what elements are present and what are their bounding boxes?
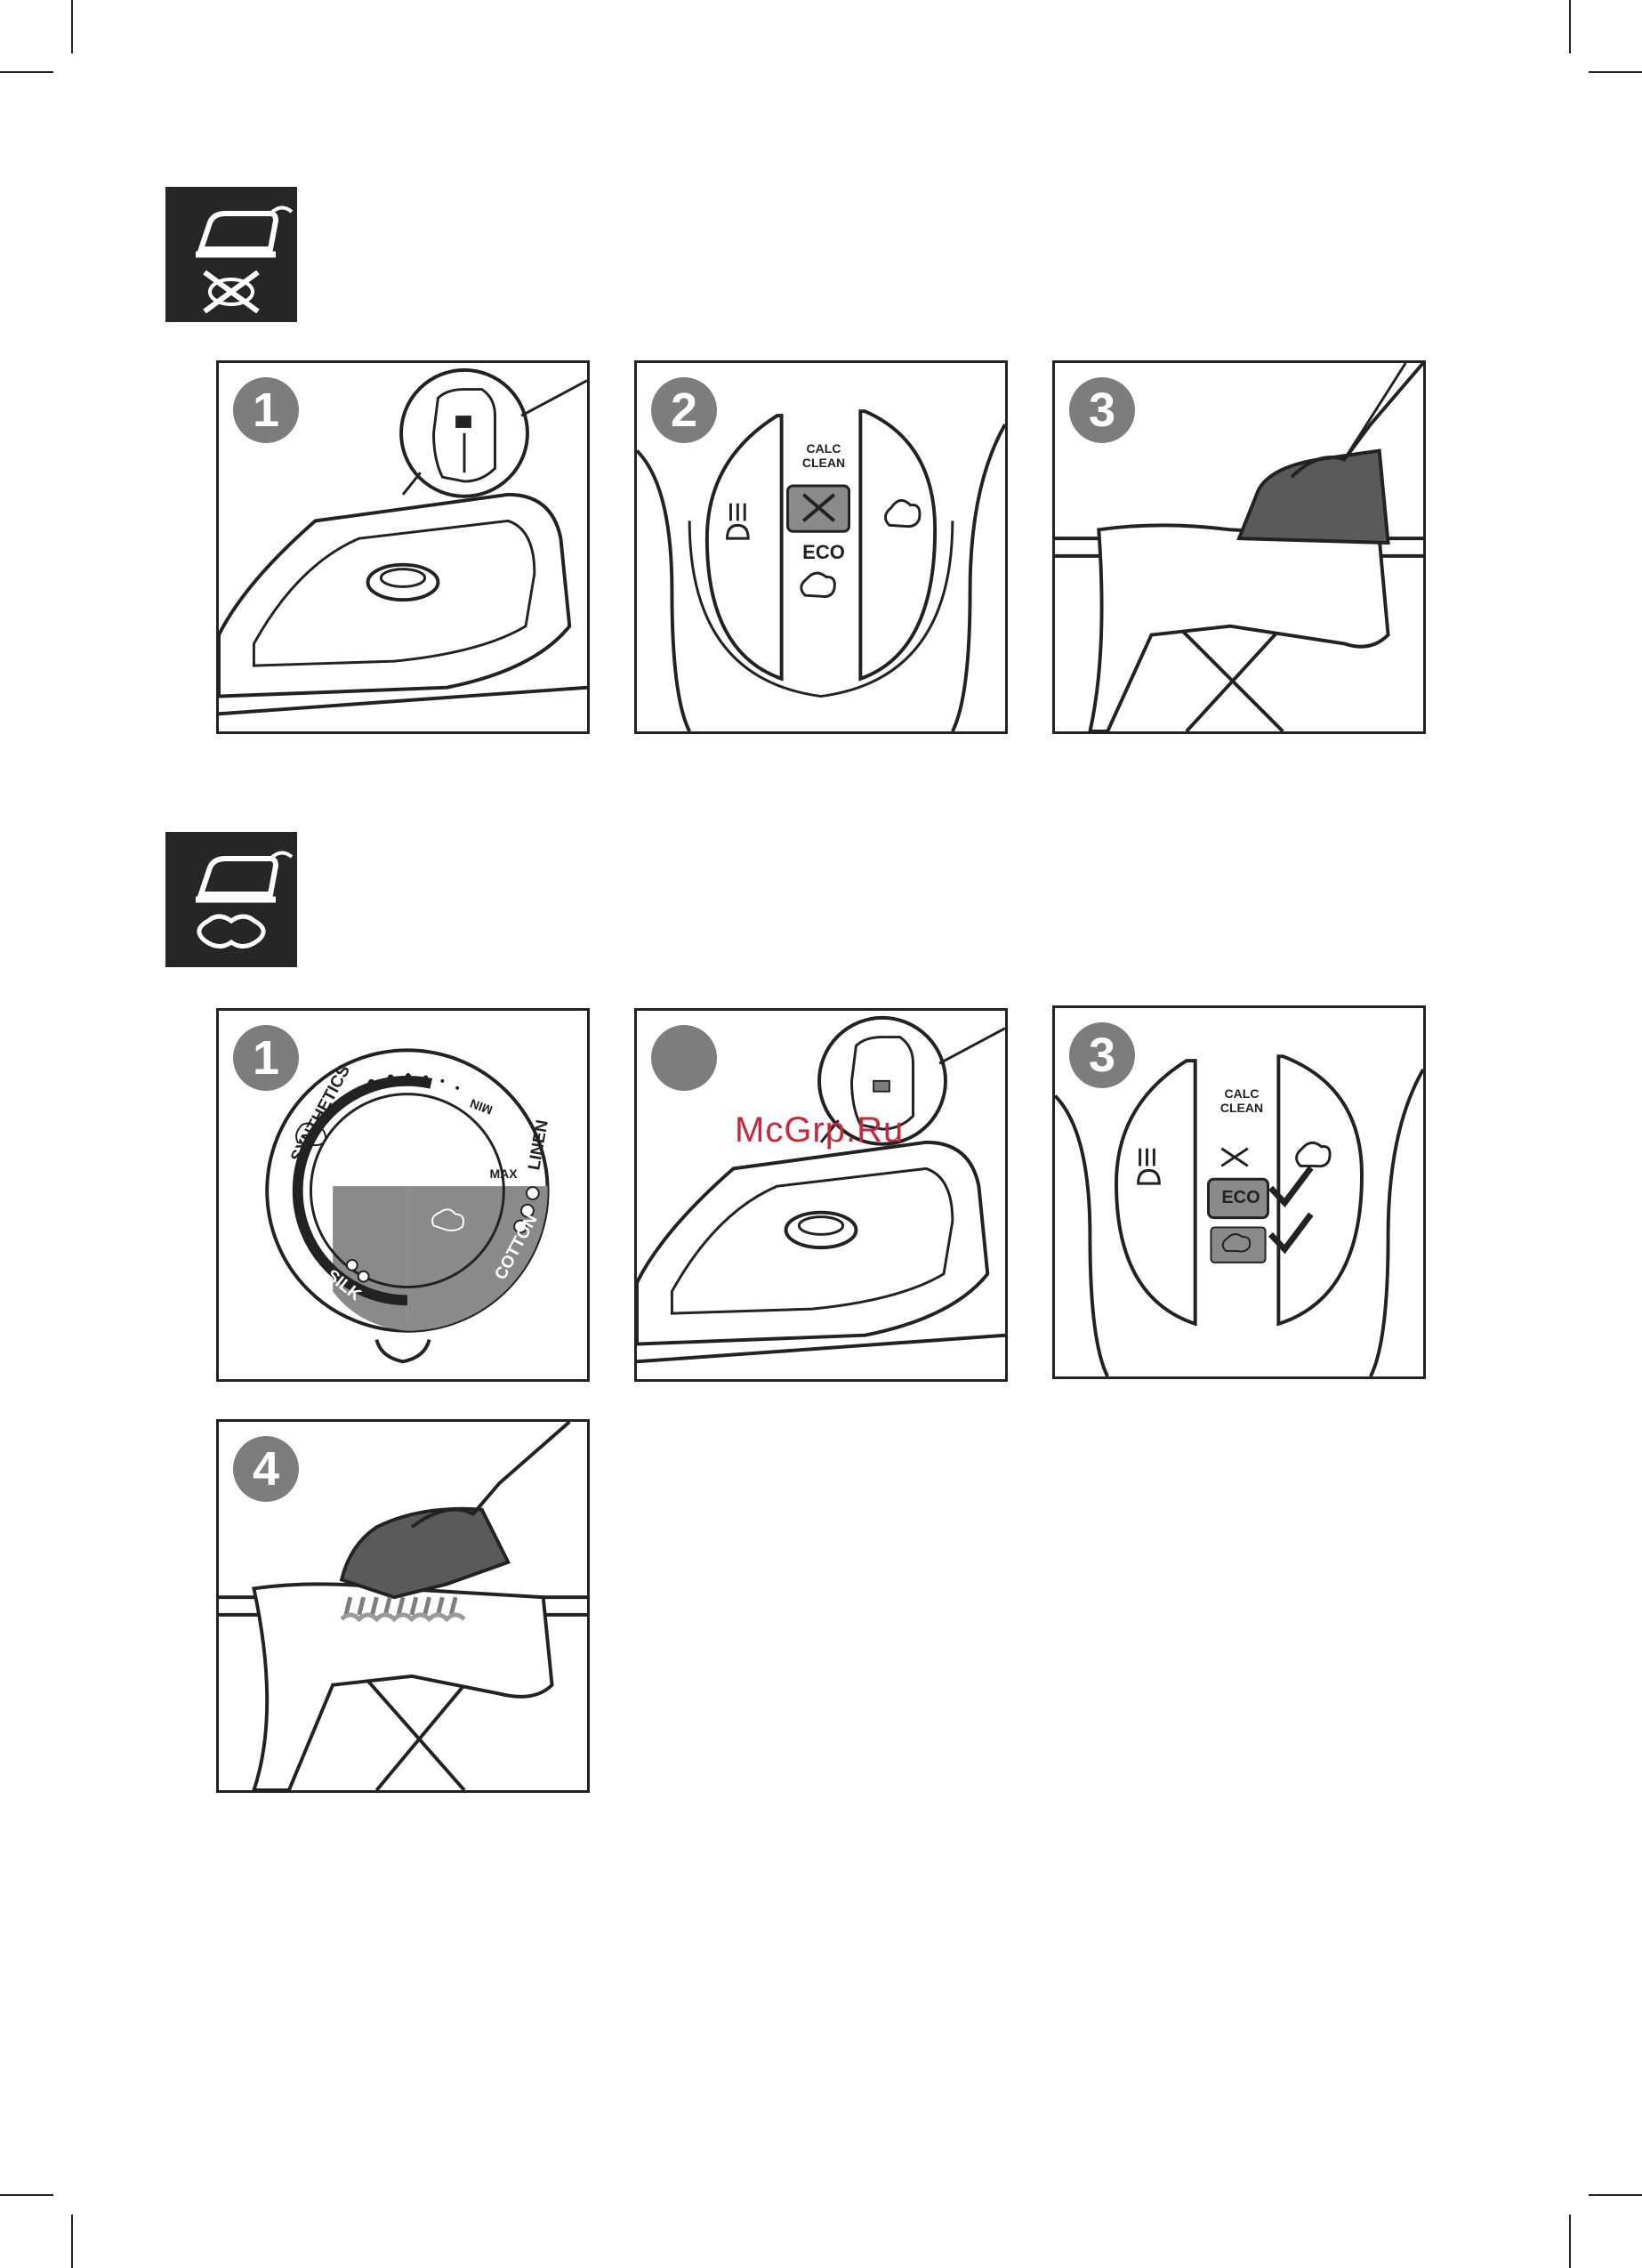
crop-mark (0, 2194, 53, 2196)
calc-clean-label: CALC CLEAN (1197, 1086, 1286, 1115)
step-badge: 4 (233, 1436, 299, 1502)
step-badge: 3 (1069, 377, 1135, 443)
eco-label: ECO (1211, 1188, 1271, 1208)
watermark-text: McGrp.Ru (735, 1110, 904, 1150)
step-panel-2-4: 4 (216, 1419, 590, 1793)
step-panel-2-2 (634, 1008, 1008, 1382)
step-panel-1-3: 3 (1052, 360, 1426, 734)
step-badge: 2 (651, 377, 717, 443)
crop-mark (71, 0, 73, 53)
step-badge (651, 1025, 717, 1091)
step-panel-1-1: 1 (216, 360, 590, 734)
step-badge: 1 (233, 1025, 299, 1091)
calc-clean-label: CALC CLEAN (779, 441, 868, 470)
crop-mark (1569, 2215, 1571, 2268)
step-panel-2-3: CALC CLEAN ECO 3 (1052, 1005, 1426, 1379)
step-badge: 3 (1069, 1022, 1135, 1088)
crop-mark (1569, 0, 1571, 53)
step-panel-2-1: SYNTHETICS MIN MAX LINEN COTTON SILK 1 (216, 1008, 590, 1382)
iron-steam-icon (165, 832, 297, 967)
crop-mark (1589, 2194, 1642, 2196)
eco-label: ECO (779, 541, 868, 564)
step-badge: 1 (233, 377, 299, 443)
crop-mark (71, 2215, 73, 2268)
crop-mark (1589, 71, 1642, 73)
dial-max-label: MAX (481, 1166, 526, 1181)
step-panel-1-2: CALC CLEAN ECO 2 (634, 360, 1008, 734)
iron-no-steam-icon (165, 187, 297, 322)
crop-mark (0, 71, 53, 73)
